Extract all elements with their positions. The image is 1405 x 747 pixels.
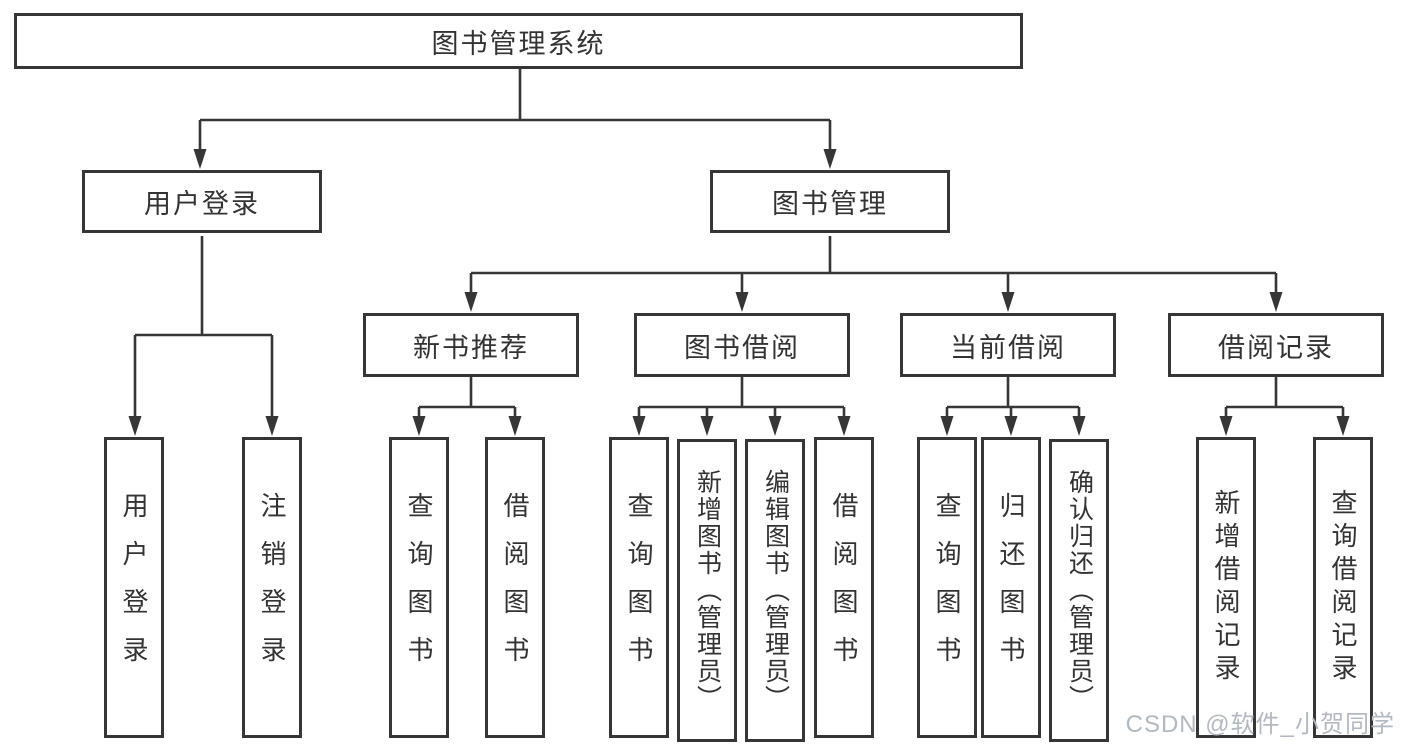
- leaf-query-books-current-label: 查询图书: [932, 491, 962, 684]
- node-borrow-records: 借阅记录: [1168, 313, 1384, 377]
- leaf-user-login: 用户登录: [104, 437, 164, 738]
- leaf-logout: 注销登录: [242, 437, 302, 738]
- leaf-edit-book-admin: 编辑图书（管理员）: [745, 439, 805, 742]
- leaf-add-borrow-record-label: 新增借阅记录: [1211, 488, 1241, 687]
- leaf-query-books-current: 查询图书: [917, 437, 977, 738]
- leaf-borrow-books-recommend-label: 借阅图书: [500, 491, 530, 684]
- node-book-management: 图书管理: [710, 170, 950, 233]
- watermark: CSDN @软件_小贺同学: [1125, 711, 1395, 738]
- leaf-query-books-borrowing-label: 查询图书: [624, 491, 654, 684]
- leaf-confirm-return-admin: 确认归还（管理员）: [1049, 439, 1109, 742]
- leaf-add-book-admin-label: 新增图书（管理员）: [693, 469, 722, 712]
- leaf-user-login-label: 用户登录: [119, 491, 149, 684]
- node-user-login: 用户登录: [82, 170, 322, 233]
- node-library-system: 图书管理系统: [14, 13, 1023, 69]
- leaf-confirm-return-admin-label: 确认归还（管理员）: [1065, 469, 1094, 712]
- leaf-borrow-books-recommend: 借阅图书: [485, 437, 545, 738]
- leaf-borrow-books-borrowing-label: 借阅图书: [829, 491, 859, 684]
- leaf-query-books-recommend: 查询图书: [389, 437, 449, 738]
- leaf-borrow-books-borrowing: 借阅图书: [814, 437, 874, 738]
- node-book-borrowing: 图书借阅: [634, 313, 850, 377]
- leaf-query-books-recommend-label: 查询图书: [404, 491, 434, 684]
- leaf-logout-label: 注销登录: [257, 491, 287, 684]
- node-new-book-recommend: 新书推荐: [363, 313, 579, 377]
- leaf-query-borrow-record: 查询借阅记录: [1313, 437, 1373, 738]
- node-current-borrowing: 当前借阅: [900, 313, 1116, 377]
- leaf-query-books-borrowing: 查询图书: [609, 437, 669, 738]
- leaf-edit-book-admin-label: 编辑图书（管理员）: [761, 469, 790, 712]
- leaf-query-borrow-record-label: 查询借阅记录: [1328, 488, 1358, 687]
- leaf-return-books-label: 归还图书: [996, 491, 1026, 684]
- leaf-add-book-admin: 新增图书（管理员）: [677, 439, 737, 742]
- leaf-add-borrow-record: 新增借阅记录: [1196, 437, 1256, 738]
- leaf-return-books: 归还图书: [981, 437, 1041, 738]
